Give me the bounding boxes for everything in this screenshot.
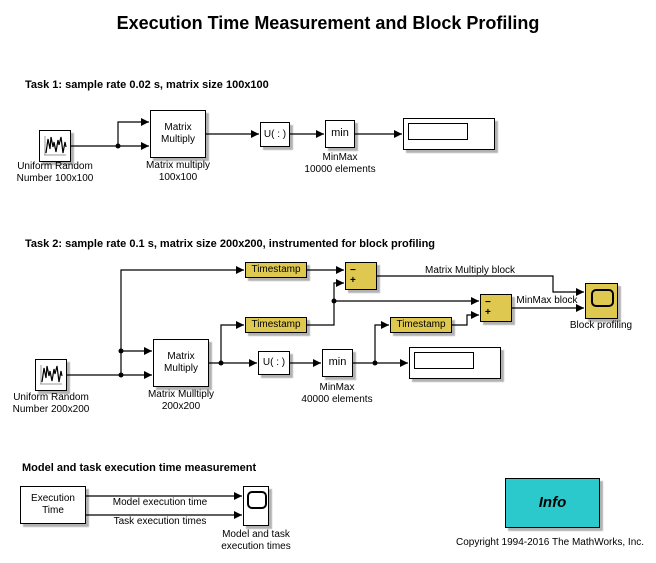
- task1-matrix-multiply-label: Matrix multiply 100x100: [146, 160, 210, 183]
- plus-glyph: +: [485, 307, 491, 318]
- display-value-field: [408, 123, 468, 140]
- task2-display-block[interactable]: [409, 347, 501, 379]
- task2-minmax-label: MinMax 40000 elements: [301, 382, 373, 405]
- task2-matrix-multiply-block[interactable]: Matrix Multiply: [153, 339, 209, 387]
- waveform-icon: [44, 136, 67, 156]
- signal-label-task-execution-times: Task execution times: [113, 516, 207, 527]
- task2-matrix-multiply-label: Matrix Mulltiply 200x200: [147, 389, 215, 412]
- execution-time-block[interactable]: Execution Time: [20, 486, 86, 524]
- task1-display-block[interactable]: [403, 118, 495, 150]
- display-value-field: [414, 352, 474, 369]
- signal-label-matrix-multiply-block: Matrix Multiply block: [424, 265, 516, 276]
- task2-source-label: Uniform Random Number 200x200: [12, 392, 90, 415]
- task1-header: Task 1: sample rate 0.02 s, matrix size …: [25, 79, 269, 91]
- task1-reshape-block[interactable]: U( : ): [260, 122, 290, 147]
- task2-subtract2-block[interactable]: − +: [480, 294, 512, 322]
- task2-subtract1-block[interactable]: − +: [345, 262, 377, 290]
- block-profiling-scope[interactable]: [585, 283, 618, 319]
- block-profiling-label: Block profiling: [569, 320, 633, 331]
- signal-label-minmax-block: MinMax block: [516, 295, 578, 306]
- task1-matrix-multiply-block[interactable]: Matrix Multiply: [150, 110, 206, 158]
- scope-screen-icon: [247, 491, 267, 509]
- plus-glyph: +: [350, 275, 356, 286]
- task1-source-label: Uniform Random Number 100x100: [16, 161, 94, 184]
- signal-label-model-execution-time: Model execution time: [112, 497, 208, 508]
- task2-reshape-block[interactable]: U( : ): [258, 351, 290, 375]
- task2-uniform-random-source-block[interactable]: [35, 359, 67, 391]
- minus-glyph: −: [350, 265, 356, 276]
- info-block[interactable]: Info: [505, 478, 600, 528]
- task1-uniform-random-source-block[interactable]: [39, 130, 71, 162]
- task2-timestamp2-block[interactable]: Timestamp: [245, 317, 307, 333]
- scope-screen-icon: [591, 289, 614, 307]
- copyright: Copyright 1994-2016 The MathWorks, Inc.: [455, 537, 645, 548]
- model-task-scope-label: Model and task execution times: [221, 529, 291, 552]
- task2-header: Task 2: sample rate 0.1 s, matrix size 2…: [25, 238, 436, 250]
- model-title: Execution Time Measurement and Block Pro…: [116, 13, 540, 33]
- task2-timestamp1-block[interactable]: Timestamp: [245, 262, 307, 278]
- minus-glyph: −: [485, 297, 491, 308]
- measurement-header: Model and task execution time measuremen…: [22, 462, 257, 474]
- task2-minmax-block[interactable]: min: [322, 349, 353, 377]
- model-task-scope[interactable]: [243, 486, 269, 526]
- task2-timestamp3-block[interactable]: Timestamp: [390, 317, 452, 333]
- task1-minmax-block[interactable]: min: [325, 120, 355, 148]
- waveform-icon: [40, 365, 63, 385]
- task1-minmax-label: MinMax 10000 elements: [304, 152, 376, 175]
